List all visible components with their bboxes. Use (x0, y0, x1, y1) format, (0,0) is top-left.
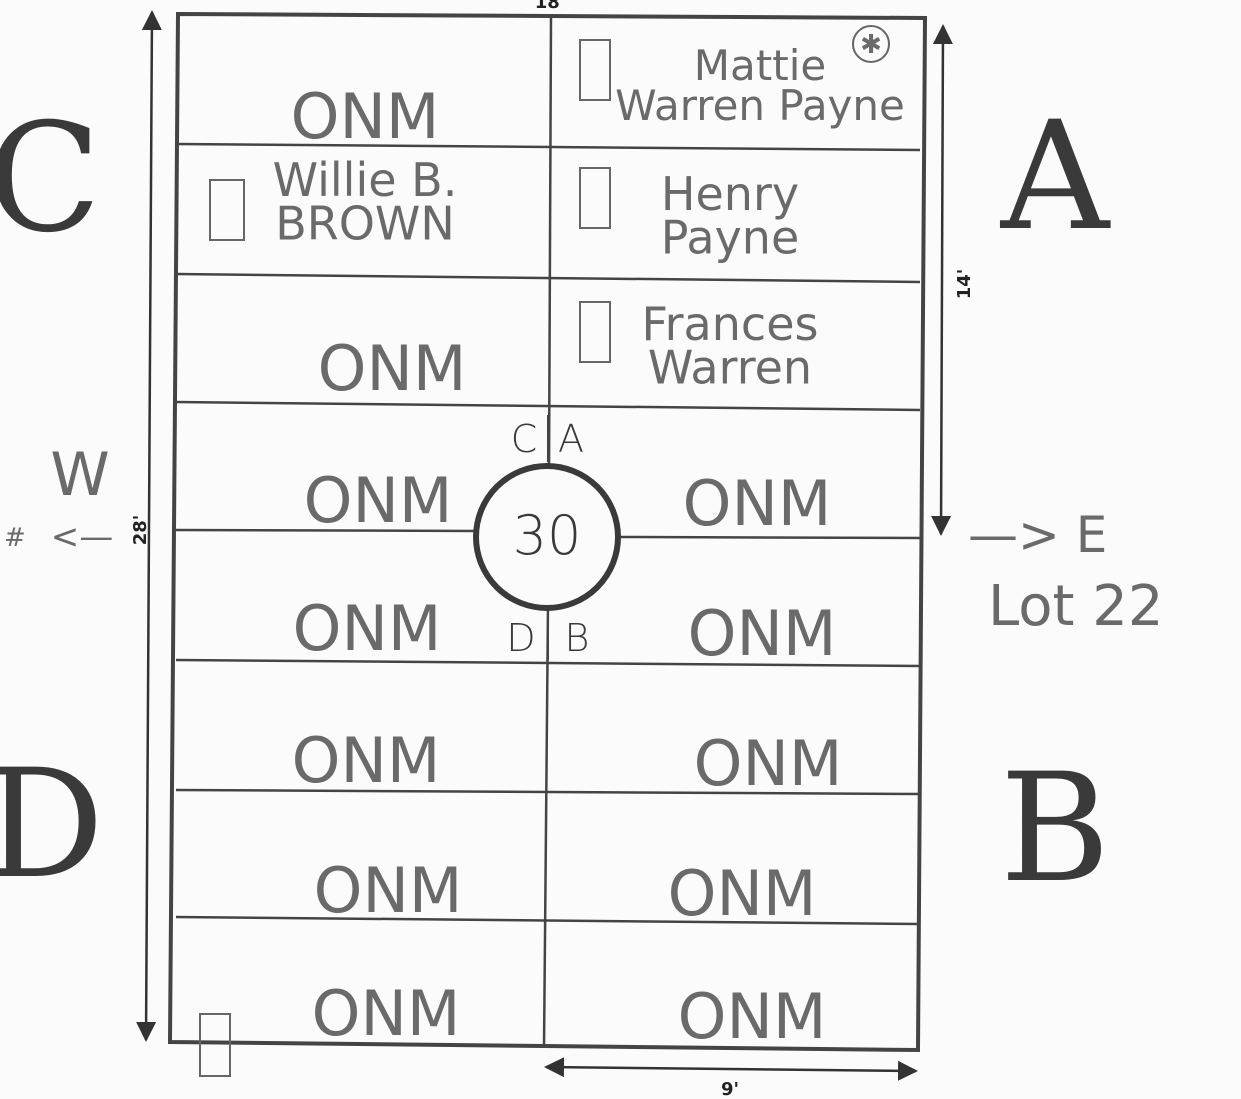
left-dimension-label: 28' (130, 515, 151, 546)
note-circle (852, 25, 890, 63)
row-divider (175, 272, 921, 284)
bottom-dimension-arrow (544, 1057, 918, 1081)
lot-label: Lot 22 (988, 574, 1164, 639)
cell-right-onm: ONM (688, 597, 837, 670)
row-divider (175, 915, 921, 926)
center-divider-top (547, 17, 553, 473)
section-letter-d: D (0, 738, 104, 912)
east-label: —> E (968, 506, 1107, 564)
cell-left-onm: ONM (318, 332, 467, 405)
row-divider (617, 535, 921, 540)
cell-left-onm: ONM (292, 724, 441, 797)
cell-left-onm: ONM (312, 977, 461, 1050)
headstone-marker-box (579, 301, 611, 363)
cell-right-onm: ONM (668, 857, 817, 930)
note-symbol: ✱ (860, 30, 882, 60)
west-label: W (50, 440, 109, 510)
headstone-marker-box (209, 179, 245, 241)
right-dimension-arrow (931, 24, 953, 536)
section-letter-a: A (1000, 90, 1111, 264)
cell-left-onm: ONM (291, 80, 440, 153)
center-label-a: A (558, 417, 584, 461)
center-number: 30 (513, 504, 582, 567)
section-letter-b: B (1000, 742, 1110, 916)
cell-left-onm: ONM (293, 592, 442, 665)
cell-left-onm: ONM (314, 854, 463, 927)
center-label-d: D (506, 616, 535, 660)
cell-left-name: Willie B.BROWN (273, 153, 458, 251)
center-divider-bottom (542, 603, 550, 1049)
corner-marker-box (199, 1013, 231, 1077)
cell-right-onm: ONM (678, 980, 827, 1053)
cell-left-onm: ONM (304, 464, 453, 537)
row-divider (175, 400, 921, 412)
headstone-marker-box (579, 39, 611, 101)
plot-outline (167, 11, 928, 1053)
west-arrow: <— (51, 517, 114, 557)
cell-right-onm: ONM (694, 727, 843, 800)
headstone-marker-box (579, 167, 611, 229)
row-dividers (175, 142, 921, 926)
west-mark: # (4, 523, 26, 553)
cell-right-onm: ONM (683, 467, 832, 540)
center-label-c: C (511, 417, 538, 461)
section-letter-c: C (0, 92, 101, 266)
center-label-b: B (565, 616, 590, 660)
row-divider (175, 788, 921, 796)
center-marker-circle (473, 463, 621, 611)
right-dimension-label: 14' (954, 269, 975, 300)
row-divider (175, 142, 921, 152)
row-divider (175, 528, 477, 533)
row-divider (175, 658, 921, 668)
bottom-dimension-label: 9' (721, 1079, 739, 1099)
left-dimension-arrow (136, 10, 162, 1042)
top-dimension-label: 18' (535, 0, 566, 13)
